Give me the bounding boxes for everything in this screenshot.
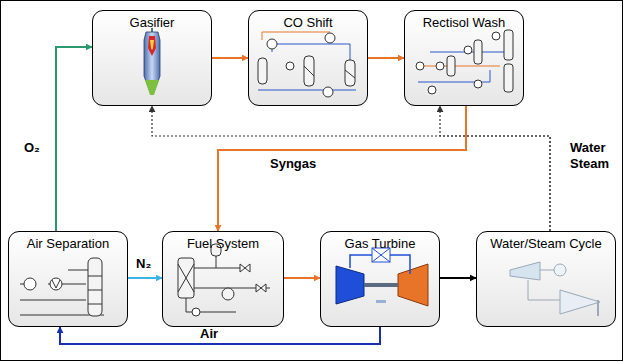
box-title: Air Separation [9,232,127,251]
flow-label: N₂ [136,256,151,271]
fuel-system-equipment [178,244,270,316]
process-box: Gasifier [92,10,212,106]
box-grounds [8,10,616,327]
gas-turbine-machine [336,248,428,306]
box-title: Gas Turbine [321,232,439,251]
flow-connector [368,57,404,59]
flow-connector [152,106,550,231]
flow-connector [440,277,476,279]
flow-label: Air [200,326,218,341]
box-title: Fuel System [163,232,283,251]
box-title: Rectisol Wash [405,11,523,30]
process-box: Water/Steam Cycle [476,231,616,327]
flow-connector [128,277,162,279]
flow-label: Syngas [270,156,316,171]
flow-connector [60,327,380,344]
flow-connector [284,277,320,279]
flow-connector [212,57,248,59]
flow-note: Water Steam [570,140,616,172]
box-title: Gasifier [93,11,211,30]
box-title: Water/Steam Cycle [477,232,615,251]
process-box: Fuel System [162,231,284,327]
process-box: Gas Turbine [320,231,440,327]
flow-connector [218,106,466,231]
box-title: CO Shift [249,11,367,30]
water-steam-equipment [510,262,600,316]
flow-connector [56,47,92,231]
process-box: Air Separation [8,231,128,327]
flow-connector [440,106,550,231]
rectisol-process [416,30,513,94]
gasifier-vessel [144,28,160,95]
co-shift-process [258,32,356,97]
process-box: CO Shift [248,10,368,106]
air-separation-unit [20,258,104,316]
process-box: Rectisol Wash [404,10,524,106]
flow-label: O₂ [24,140,40,155]
